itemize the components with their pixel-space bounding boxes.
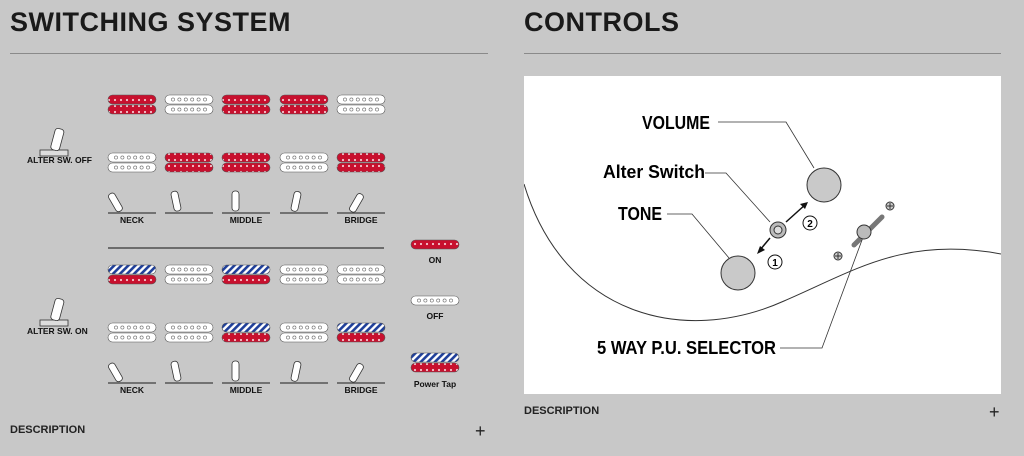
pickup-coil [221, 104, 271, 115]
pickup-coil [107, 162, 157, 173]
selector-lever-icon [290, 361, 302, 382]
volume-label: VOLUME [642, 113, 710, 133]
pickup-coil [107, 104, 157, 115]
switching-diagram: NECK MIDDLE BRIDGE NECK MIDDLE BRIDGE [39, 94, 460, 395]
pickup-coil [164, 264, 214, 275]
controls-diagram: 2 1 VOLUME Alter Switch TONE 5 WAY P.U. … [523, 113, 1002, 358]
pickup-coil [336, 264, 386, 275]
switching-title-divider [10, 53, 488, 54]
arrow-2-icon [785, 203, 807, 223]
pickup-coil [221, 152, 271, 163]
pickup-coil [107, 274, 157, 285]
switching-description-label[interactable]: DESCRIPTION [10, 424, 86, 436]
position-label: MIDDLE [230, 215, 263, 225]
pickup-coil [107, 322, 157, 333]
pickup-coil [221, 332, 271, 343]
selector-leader-line [780, 239, 863, 349]
selector-lever-icon [290, 191, 302, 212]
pickup-coil [279, 152, 329, 163]
selector-lever-icon [108, 362, 123, 383]
pickup-coil [336, 152, 386, 163]
controls-title: CONTROLS [524, 7, 680, 37]
selector-lever-icon [349, 363, 364, 383]
pickup-coil [336, 104, 386, 115]
pickup-coil [279, 94, 329, 105]
pickup-coil [336, 322, 386, 333]
pickup-coil [336, 274, 386, 285]
legend-off-label: OFF [426, 311, 444, 321]
legend-off-coil [410, 295, 460, 306]
selector-lever-icon [231, 190, 240, 212]
selector-knob-icon [856, 224, 872, 240]
selector-label: 5 WAY P.U. SELECTOR [597, 338, 776, 358]
legend-power-tap-label: Power Tap [413, 379, 457, 389]
alter-on-label: ALTER SW. ON [27, 326, 88, 336]
selector-lever-icon [108, 192, 123, 213]
tone-knob [720, 255, 756, 291]
pickup-coil [107, 332, 157, 343]
pickup-coil [164, 332, 214, 343]
plus-icon[interactable]: + [475, 421, 486, 441]
legend-on-label: ON [428, 255, 442, 265]
position-label: NECK [120, 385, 145, 395]
pickup-coil [336, 332, 386, 343]
pickup-coil [221, 274, 271, 285]
position-label: BRIDGE [344, 385, 377, 395]
pickup-coil [279, 162, 329, 173]
pickup-coil [164, 274, 214, 285]
pickup-coil [221, 94, 271, 105]
pickup-coil [107, 264, 157, 275]
pickup-coil [107, 94, 157, 105]
pickup-coil [164, 94, 214, 105]
marker-1-icon [767, 254, 783, 270]
alter-off-label: ALTER SW. OFF [27, 155, 93, 165]
pickup-coil [221, 264, 271, 275]
marker-2-icon [802, 215, 818, 231]
marker-2: 2 [807, 219, 813, 230]
pickup-coil [221, 162, 271, 173]
pickup-coil [279, 274, 329, 285]
alter-switch-label: Alter Switch [603, 162, 705, 182]
pickup-coil [279, 322, 329, 333]
tone-leader-line [667, 213, 730, 259]
position-label: NECK [120, 215, 145, 225]
alter-switch-lever-icon [50, 297, 65, 322]
controls-diagram-panel: 2 1 VOLUME Alter Switch TONE 5 WAY P.U. … [523, 76, 1002, 394]
volume-leader-line [718, 121, 815, 169]
pickup-coil [164, 162, 214, 173]
marker-1: 1 [772, 258, 778, 269]
selector-lever-icon [231, 360, 240, 382]
controls-title-divider [524, 53, 1001, 54]
tone-label: TONE [618, 204, 662, 224]
pickup-coil [336, 94, 386, 105]
selector-lever-icon [170, 190, 182, 212]
pickup-coil [221, 322, 271, 333]
pickup-coil [107, 152, 157, 163]
pickup-coil [336, 162, 386, 173]
position-label: BRIDGE [344, 215, 377, 225]
legend-tap-coil [410, 352, 460, 363]
position-label: MIDDLE [230, 385, 263, 395]
pickup-coil [279, 104, 329, 115]
legend-on-coil [410, 239, 460, 250]
pickup-coil [164, 104, 214, 115]
switching-system-title: SWITCHING SYSTEM [10, 7, 292, 37]
pickup-coil [164, 152, 214, 163]
pickup-coil [164, 322, 214, 333]
plus-icon[interactable]: + [989, 402, 1000, 422]
pickup-coil [279, 264, 329, 275]
legend-tap-coil [410, 362, 460, 373]
controls-description-label[interactable]: DESCRIPTION [524, 405, 600, 417]
alter-switch-leader-line [705, 172, 771, 223]
selector-lever-icon [349, 193, 364, 213]
volume-knob [806, 167, 842, 203]
guitar-body-outline [523, 183, 1002, 322]
alter-switch-lever-icon [50, 127, 65, 152]
pickup-coil [279, 332, 329, 343]
selector-lever-icon [170, 360, 182, 382]
